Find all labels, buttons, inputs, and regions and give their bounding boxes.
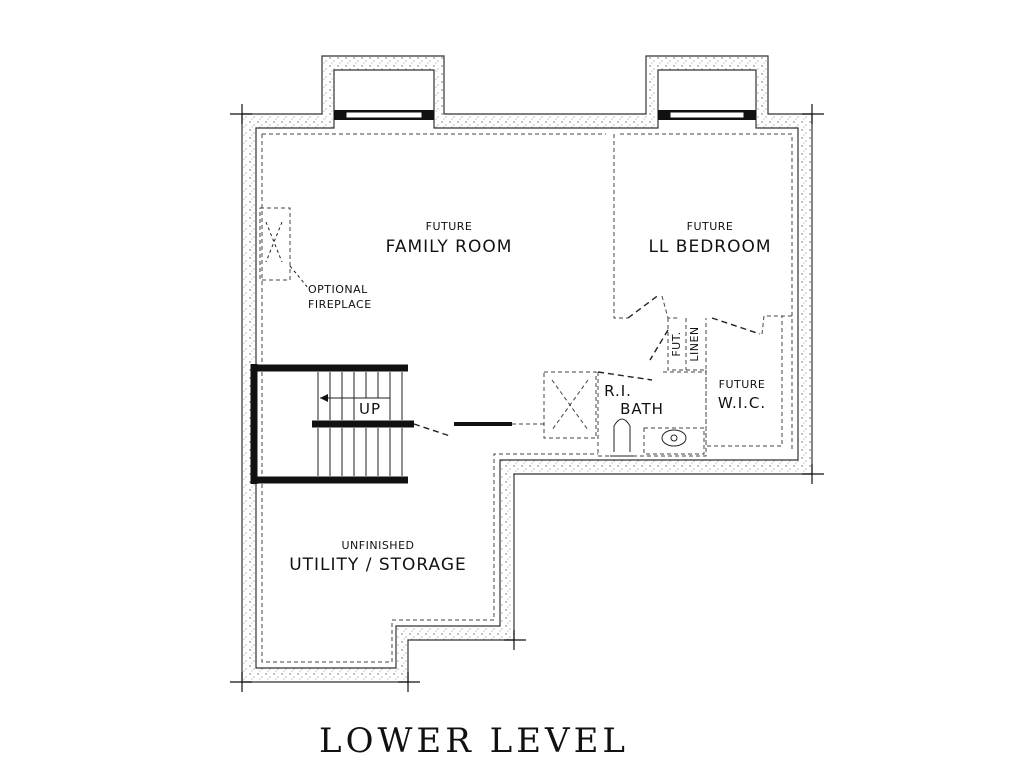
wic-name: W.I.C. bbox=[718, 394, 766, 412]
vanity bbox=[643, 427, 705, 455]
staircase bbox=[250, 364, 414, 484]
plan-title: LOWER LEVEL bbox=[319, 721, 629, 761]
wic-note: FUTURE bbox=[719, 378, 766, 391]
shower-stall bbox=[543, 371, 597, 439]
bedroom-name: LL BEDROOM bbox=[648, 237, 771, 257]
bedroom-note: FUTURE bbox=[687, 220, 734, 233]
window-well-right bbox=[658, 110, 756, 120]
dimension-marks bbox=[230, 104, 824, 692]
fireplace-label-line1: OPTIONAL bbox=[308, 283, 368, 296]
foundation-wall bbox=[241, 55, 813, 683]
family-room-name: FAMILY ROOM bbox=[386, 237, 513, 257]
fut-closet-label: FUT. bbox=[670, 331, 683, 356]
bath-walls bbox=[543, 371, 707, 457]
window-well-left bbox=[334, 110, 434, 120]
fireplace-label-line2: FIREPLACE bbox=[308, 298, 372, 311]
stairs-up-label: UP bbox=[359, 400, 381, 418]
bath-note: R.I. bbox=[604, 382, 632, 400]
family-utility-partition bbox=[413, 422, 544, 437]
fireplace-icon bbox=[259, 207, 309, 289]
closets bbox=[649, 318, 707, 371]
toilet-icon bbox=[610, 418, 634, 457]
linen-closet-label: LINEN bbox=[688, 326, 701, 361]
bath-name: BATH bbox=[620, 400, 664, 418]
sink-icon bbox=[661, 429, 687, 447]
family-room-note: FUTURE bbox=[426, 220, 473, 233]
utility-note: UNFINISHED bbox=[342, 539, 415, 552]
utility-name: UTILITY / STORAGE bbox=[289, 555, 467, 575]
